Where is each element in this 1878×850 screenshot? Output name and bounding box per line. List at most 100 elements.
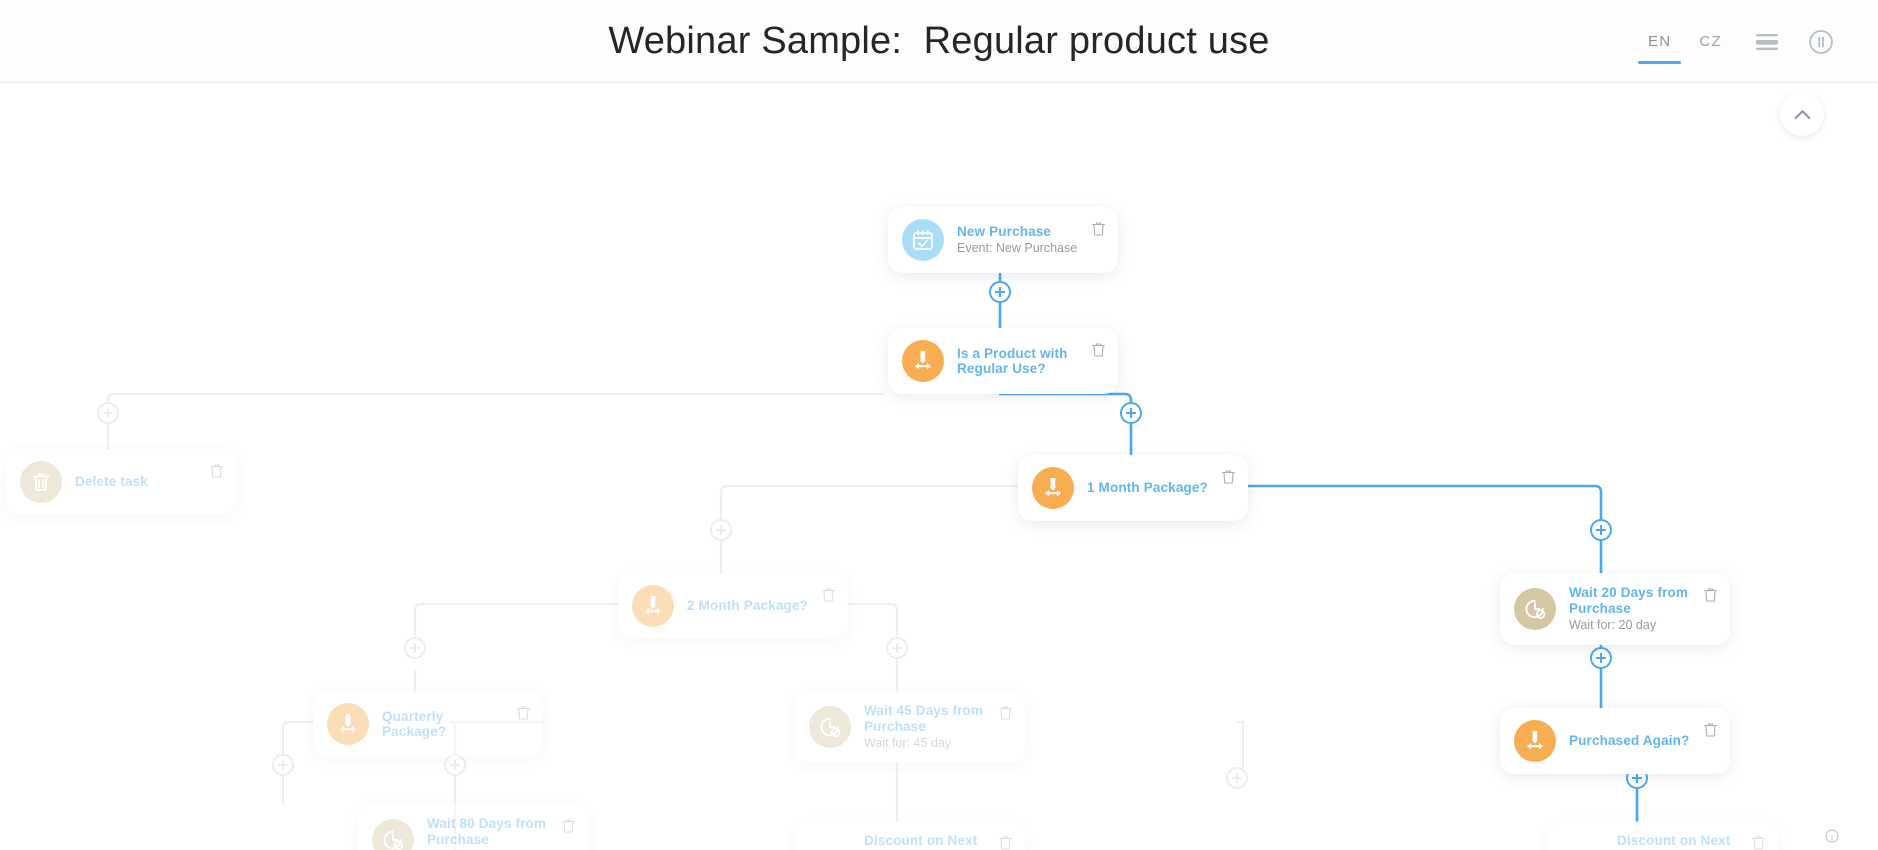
node-title: Quarterly Package? bbox=[382, 708, 447, 740]
branch-split-icon bbox=[915, 351, 931, 370]
plus-after-regular-use[interactable] bbox=[1120, 402, 1142, 424]
node-subtitle: Event: New Purchase bbox=[957, 241, 1078, 256]
connector-line bbox=[998, 392, 1133, 404]
node-card-two-month-package[interactable]: 2 Month Package? bbox=[618, 573, 848, 639]
branch-split-icon bbox=[340, 714, 356, 733]
node-delete-icon[interactable] bbox=[997, 704, 1014, 721]
plus-quarterly[interactable] bbox=[404, 637, 426, 659]
plus-purchased-again[interactable] bbox=[1590, 647, 1612, 669]
branch-split-icon bbox=[902, 340, 944, 382]
plus-wait-20-days[interactable] bbox=[1590, 519, 1612, 541]
plus-left-branch[interactable] bbox=[97, 402, 119, 424]
clock-icon bbox=[372, 819, 414, 850]
node-title: Discount on Next Product Purchase bbox=[864, 833, 982, 850]
node-delete-icon[interactable] bbox=[1220, 468, 1237, 485]
page-title: Webinar Sample: Regular product use bbox=[608, 20, 1270, 62]
branch-split-icon bbox=[1032, 467, 1074, 509]
node-title: Wait 80 Days from Purchase bbox=[427, 816, 547, 847]
node-text: 1 Month Package? bbox=[1087, 480, 1234, 496]
node-delete-icon[interactable] bbox=[208, 462, 225, 479]
node-title: Wait 20 Days from Purchase bbox=[1569, 585, 1689, 616]
trash-icon bbox=[20, 461, 62, 503]
node-delete-icon[interactable] bbox=[1702, 586, 1719, 603]
plus-discount-mid[interactable] bbox=[444, 754, 466, 776]
clock-icon bbox=[809, 706, 851, 748]
pause-circle-icon[interactable] bbox=[1798, 19, 1844, 65]
node-card-one-month-package[interactable]: 1 Month Package? bbox=[1018, 455, 1248, 521]
node-delete-icon[interactable] bbox=[820, 586, 837, 603]
clock-icon bbox=[383, 830, 404, 850]
node-delete-icon[interactable] bbox=[1702, 721, 1719, 738]
lang-tab-cz-label: CZ bbox=[1699, 33, 1722, 50]
node-title: Purchased Again? bbox=[1569, 733, 1690, 749]
node-title: Is a Product with Regular Use? bbox=[957, 345, 1068, 377]
lang-tab-en-label: EN bbox=[1647, 33, 1672, 50]
node-text: Discount on Next Product PurchaseVoucher… bbox=[864, 833, 1011, 850]
node-card-is-product-regular-use[interactable]: Is a Product with Regular Use? bbox=[888, 328, 1118, 394]
branch-split-icon bbox=[632, 585, 674, 627]
collapse-chevron-up-button[interactable] bbox=[1780, 92, 1824, 136]
connector-line bbox=[1246, 484, 1603, 521]
connector-line bbox=[448, 720, 545, 756]
node-delete-icon[interactable] bbox=[1090, 220, 1107, 237]
node-text: Quarterly Package? bbox=[382, 709, 529, 740]
node-card-discount-next-purchase-right[interactable]: Discount on Next Product PurchaseVoucher… bbox=[1548, 821, 1778, 850]
clock-icon bbox=[820, 717, 841, 737]
branch-split-icon bbox=[1514, 720, 1556, 762]
trash-icon bbox=[32, 473, 50, 491]
app-header: Webinar Sample: Regular product use EN C… bbox=[0, 0, 1878, 83]
lang-tab-cz[interactable]: CZ bbox=[1685, 20, 1736, 64]
node-card-delete-task[interactable]: Delete task bbox=[6, 449, 236, 515]
node-title: Delete task bbox=[75, 474, 148, 490]
node-card-discount-next-purchase-mid[interactable]: Discount on Next Product PurchaseVoucher… bbox=[795, 821, 1025, 850]
list-menu-icon[interactable] bbox=[1744, 19, 1790, 65]
connector-line bbox=[1235, 720, 1245, 769]
node-delete-icon[interactable] bbox=[560, 817, 577, 834]
node-text: Is a Product with Regular Use? bbox=[957, 346, 1094, 377]
branch-split-icon bbox=[1045, 478, 1061, 497]
node-subtitle: Wait for: 20 day bbox=[1569, 618, 1657, 632]
node-delete-icon[interactable] bbox=[515, 704, 532, 721]
connector-wires bbox=[106, 267, 1639, 850]
node-card-purchased-again[interactable]: Purchased Again? bbox=[1500, 708, 1730, 774]
connector-line bbox=[413, 602, 620, 639]
plus-two-month[interactable] bbox=[710, 519, 732, 541]
node-subtitle: Wait for: 45 day bbox=[864, 736, 952, 750]
status-circle-icon bbox=[1824, 828, 1840, 844]
node-text: Discount on Next Product PurchaseVoucher… bbox=[1617, 833, 1764, 850]
node-text: Delete task bbox=[75, 474, 174, 490]
clock-icon bbox=[1525, 599, 1546, 619]
node-card-quarterly-package[interactable]: Quarterly Package? bbox=[313, 691, 543, 757]
node-title: 2 Month Package? bbox=[687, 598, 808, 614]
node-delete-icon[interactable] bbox=[1750, 834, 1767, 850]
plus-wait-45-days[interactable] bbox=[886, 637, 908, 659]
plus-after-new-purchase[interactable] bbox=[989, 281, 1011, 303]
lang-tab-en[interactable]: EN bbox=[1634, 20, 1685, 64]
header-controls: EN CZ bbox=[1634, 0, 1844, 83]
node-text: 2 Month Package? bbox=[687, 598, 834, 614]
node-delete-icon[interactable] bbox=[1090, 341, 1107, 358]
connector-line bbox=[846, 602, 899, 639]
node-title: Discount on Next Product Purchase bbox=[1617, 833, 1735, 850]
connector-line bbox=[281, 720, 315, 756]
connector-line bbox=[719, 484, 1020, 521]
plus-discount-right-a[interactable] bbox=[1226, 767, 1248, 789]
clock-icon bbox=[1514, 588, 1556, 630]
connector-line bbox=[106, 392, 885, 404]
plus-wait-80-days[interactable] bbox=[272, 754, 294, 776]
node-title: Wait 45 Days from Purchase bbox=[864, 703, 984, 734]
node-delete-icon[interactable] bbox=[997, 834, 1014, 850]
branch-split-icon bbox=[645, 596, 661, 615]
calendar-check-icon bbox=[902, 219, 944, 261]
calendar-check-icon bbox=[913, 230, 933, 250]
node-text: Purchased Again? bbox=[1569, 733, 1715, 749]
